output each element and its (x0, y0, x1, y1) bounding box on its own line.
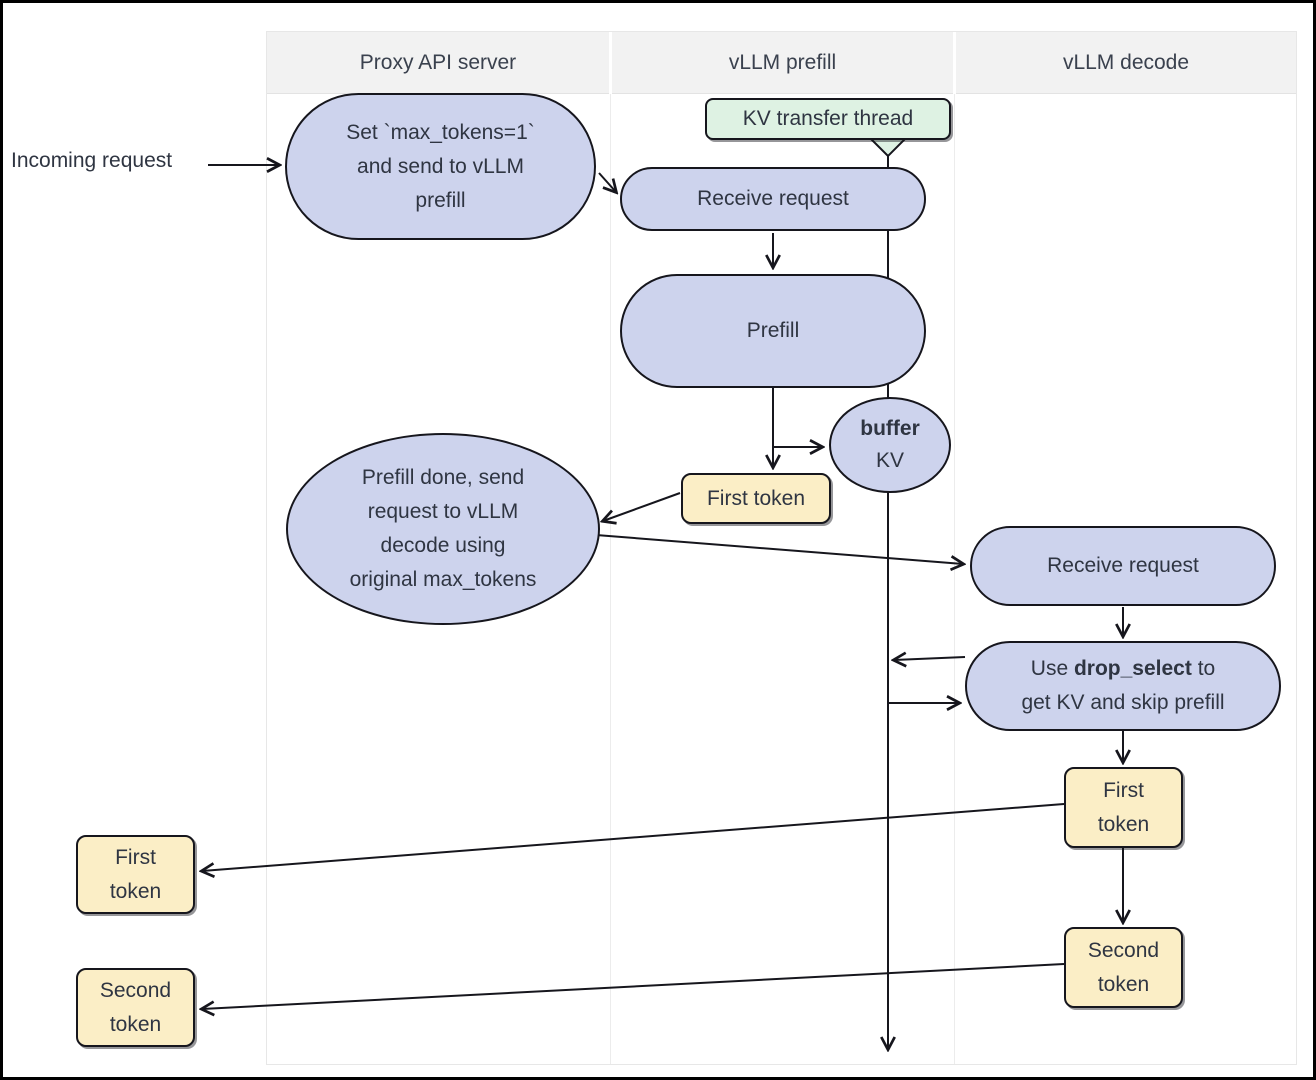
lane-title: vLLM prefill (728, 50, 837, 74)
node-text: First token (706, 486, 806, 510)
lane-divider (610, 94, 611, 1064)
node-text-line: Second (1087, 938, 1160, 962)
node-text-line: token (1097, 972, 1150, 996)
arrow-drop-select-to-lifeline (894, 657, 966, 660)
kv-callout-tail (867, 137, 909, 158)
node-text-line: token (109, 1012, 162, 1036)
node-text-line: Use drop_select to (1031, 652, 1215, 686)
node-text-line: Prefill done, send (361, 466, 525, 489)
node-text: Receive request (1047, 554, 1199, 577)
lane-header-vllm-decode: vLLM decode (956, 32, 1296, 94)
node-first-token-decode: First token (1064, 767, 1183, 848)
node-second-token-output: Second token (76, 968, 195, 1047)
node-text-line: token (109, 879, 162, 903)
node-receive-request-prefill: Receive request (620, 167, 926, 231)
arrow-second-token-to-output (202, 963, 1065, 1009)
node-text-line: Second (99, 978, 172, 1002)
node-text-line: get KV and skip prefill (1021, 691, 1225, 714)
node-text-line: First (1103, 778, 1144, 802)
node-text-line: original max_tokens (349, 568, 537, 591)
node-receive-request-decode: Receive request (970, 526, 1276, 606)
node-text-line: KV (875, 449, 904, 472)
arrow-set-max-tokens-to-receive-request (598, 172, 616, 192)
lane-title: Proxy API server (359, 50, 517, 74)
node-text-segment-bold: drop_select (1073, 657, 1192, 680)
node-text-line: request to vLLM (367, 500, 519, 523)
node-text: Receive request (697, 187, 849, 210)
node-text: Prefill (746, 319, 800, 342)
arrow-prefill-done-to-receive-decode (595, 534, 963, 564)
node-text-line: and send to vLLM (357, 154, 524, 178)
node-second-token-decode: Second token (1064, 927, 1183, 1008)
incoming-request-label: Incoming request (11, 149, 173, 172)
node-drop-select: Use drop_select to get KV and skip prefi… (965, 641, 1281, 731)
arrow-first-token-to-output (202, 803, 1065, 871)
lane-divider (954, 94, 955, 1064)
node-text-line: decode using (380, 534, 506, 557)
node-prefill-done: Prefill done, send request to vLLM decod… (286, 433, 600, 625)
node-first-token-prefill: First token (681, 473, 831, 524)
arrow-first-token-to-prefill-done (603, 492, 681, 521)
node-text-line: buffer (860, 417, 920, 440)
node-text-line: First (115, 845, 156, 869)
node-buffer-kv: buffer KV (829, 397, 951, 493)
node-text: KV transfer thread (742, 107, 914, 130)
node-text-line: prefill (415, 188, 466, 212)
lane-header-proxy-api-server: Proxy API server (267, 32, 609, 94)
node-kv-transfer-thread: KV transfer thread (705, 98, 951, 140)
node-prefill: Prefill (620, 274, 926, 388)
node-text-line: Set `max_tokens=1` (346, 120, 535, 144)
node-set-max-tokens: Set `max_tokens=1` and send to vLLM pref… (285, 93, 596, 240)
node-text-segment: Use (1030, 657, 1074, 680)
node-text-segment: to (1191, 657, 1216, 680)
node-text-line: token (1097, 812, 1150, 836)
node-first-token-output: First token (76, 835, 195, 914)
lane-title: vLLM decode (1062, 50, 1190, 74)
lane-header-vllm-prefill: vLLM prefill (612, 32, 953, 94)
